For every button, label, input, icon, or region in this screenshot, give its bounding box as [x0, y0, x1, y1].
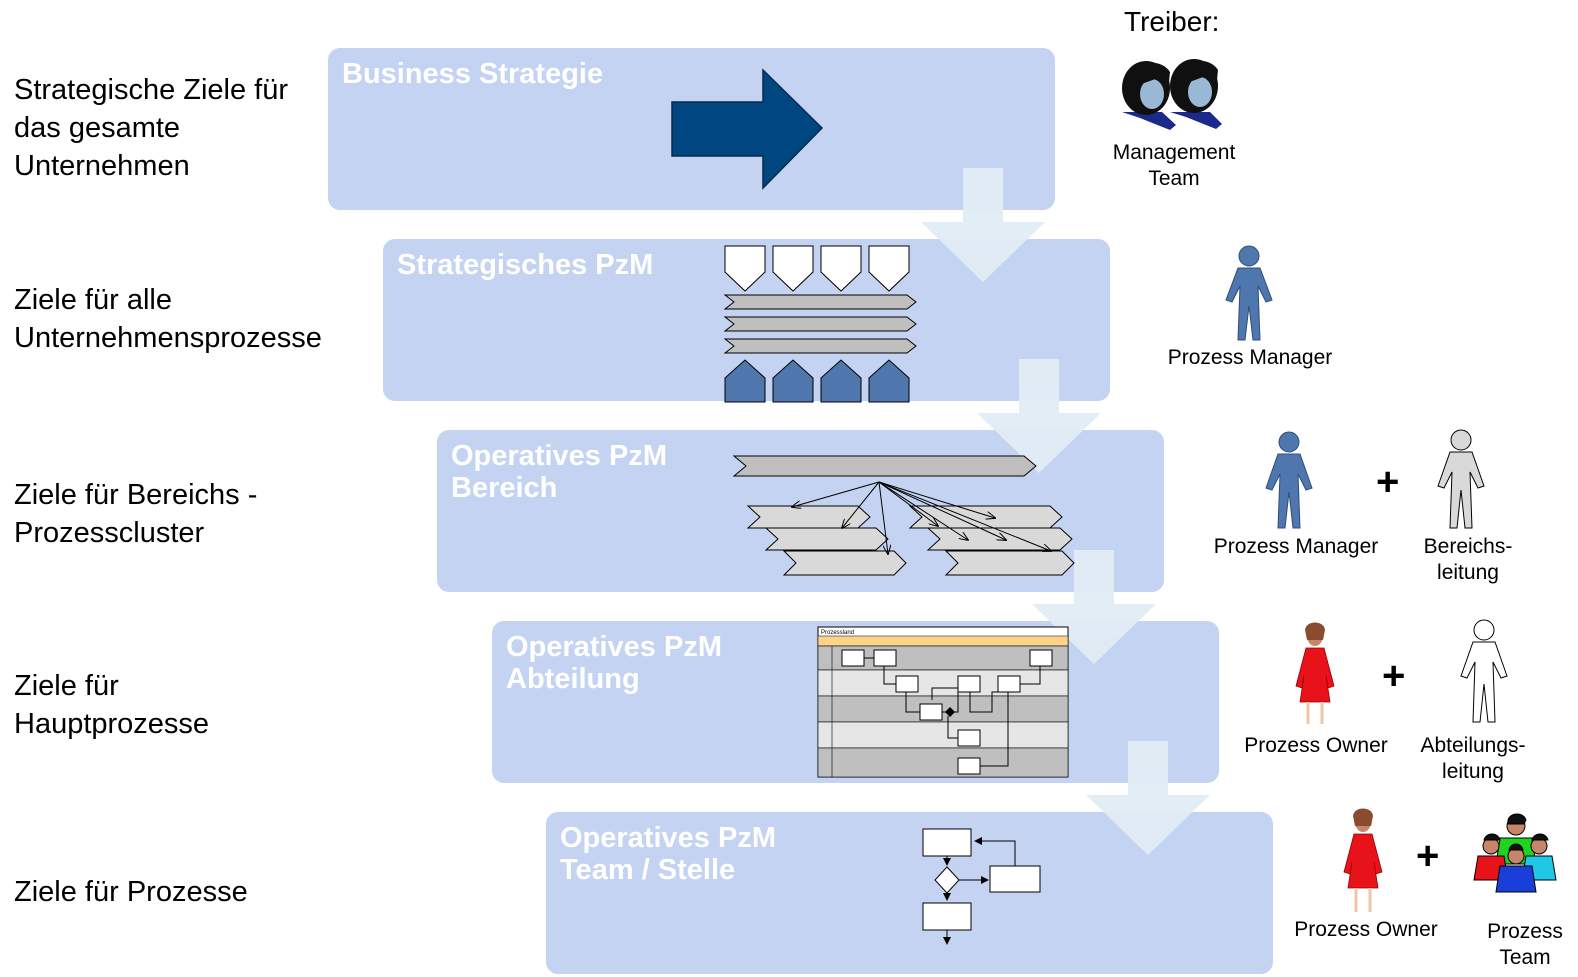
plus-sign: + [1376, 460, 1400, 504]
down-arrow-3 [1032, 550, 1156, 664]
prozess-manager-icon [1225, 245, 1273, 341]
goal-level-5: Ziele für Prozesse [14, 876, 248, 908]
down-arrow-4 [1086, 741, 1210, 855]
management-team-icon [1122, 59, 1222, 130]
role-label-prozess-manager: Prozess Manager [1167, 346, 1333, 369]
abteilungsleitung-icon [1460, 619, 1508, 723]
down-arrow-2 [977, 359, 1101, 473]
prozess-owner-icon [1343, 808, 1383, 912]
goal-level-3: Ziele für Bereichs -Prozesscluster [14, 479, 258, 549]
swimlane-icon: Prozessland [817, 626, 1069, 778]
layer-title: Strategisches PzM [397, 249, 654, 281]
role-label-prozess-manager: Prozess Manager [1213, 535, 1379, 558]
flowchart-icon [922, 828, 1041, 945]
bereichsleitung-icon [1437, 429, 1485, 529]
role-label-bereichsleitung: Bereichs-leitung [1423, 535, 1513, 584]
prozess-team-icon [1473, 813, 1557, 893]
plus-sign: + [1382, 654, 1406, 698]
down-arrow-1 [921, 168, 1045, 282]
layer-business-strategie: Business Strategie [328, 48, 1055, 210]
layer-title: Business Strategie [342, 58, 604, 90]
prozess-manager-icon [1265, 431, 1313, 529]
flow-arrows [921, 168, 1210, 855]
swimlane-header-label: Prozessland [821, 630, 854, 636]
role-label-prozess-owner: Prozess Owner [1294, 918, 1438, 941]
strategy-arrow-icon [671, 68, 824, 190]
plus-sign: + [1416, 834, 1440, 878]
process-map-icon [723, 245, 917, 403]
process-cluster-icon [732, 455, 1075, 576]
role-label-prozess-owner: Prozess Owner [1244, 734, 1388, 757]
role-label-abteilungsleitung: Abteilungs-leitung [1420, 734, 1526, 783]
prozess-owner-icon [1295, 622, 1335, 724]
drivers-header: Treiber: [1124, 6, 1220, 37]
